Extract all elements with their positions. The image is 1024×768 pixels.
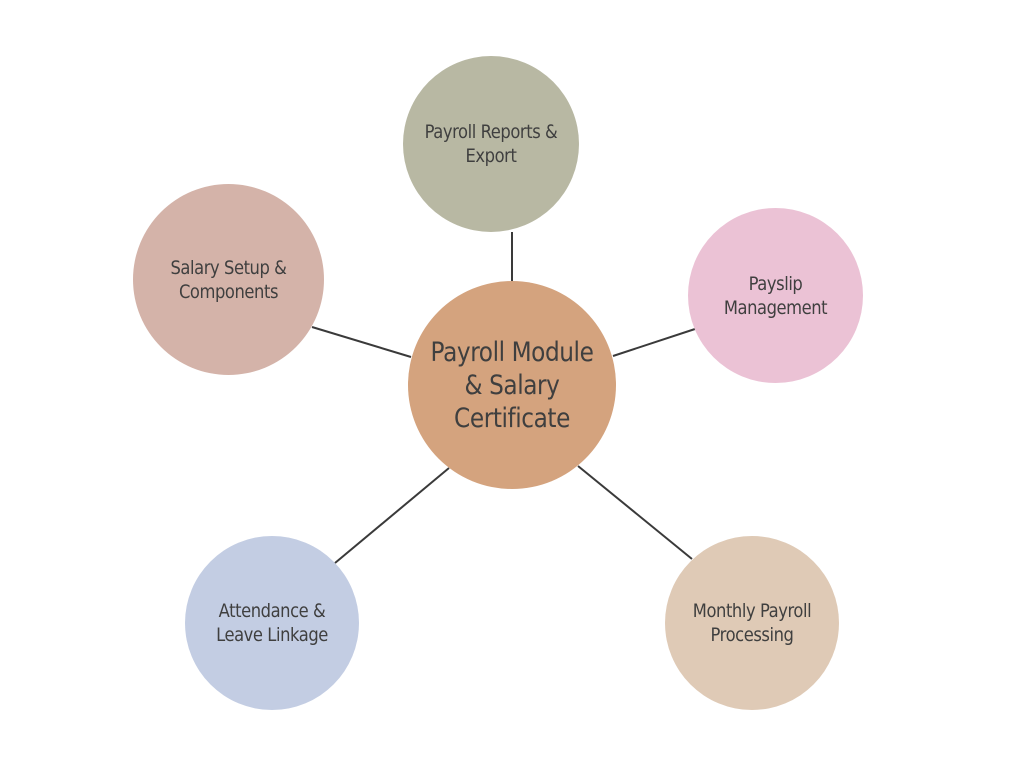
connector-center-bottom-right bbox=[577, 465, 693, 560]
center-node-label: Payroll Module & Salary Certificate bbox=[430, 336, 594, 434]
node-salary-setup-components: Salary Setup & Components bbox=[133, 184, 324, 375]
connector-center-right bbox=[612, 328, 696, 357]
node-monthly-payroll-processing: Monthly Payroll Processing bbox=[665, 536, 839, 710]
connector-center-bottom-left bbox=[334, 467, 450, 564]
node-label: Monthly Payroll Processing bbox=[692, 600, 812, 646]
node-label: Payroll Reports & Export bbox=[424, 121, 558, 167]
node-label: Attendance & Leave Linkage bbox=[216, 600, 328, 646]
node-label: Payslip Management bbox=[723, 272, 828, 319]
connector-center-left bbox=[311, 326, 412, 358]
center-node-payroll-module: Payroll Module & Salary Certificate bbox=[408, 281, 616, 489]
node-payroll-reports-export: Payroll Reports & Export bbox=[403, 56, 579, 232]
node-payslip-management: Payslip Management bbox=[688, 208, 863, 383]
node-attendance-leave-linkage: Attendance & Leave Linkage bbox=[185, 536, 359, 710]
node-label: Salary Setup & Components bbox=[170, 256, 287, 303]
